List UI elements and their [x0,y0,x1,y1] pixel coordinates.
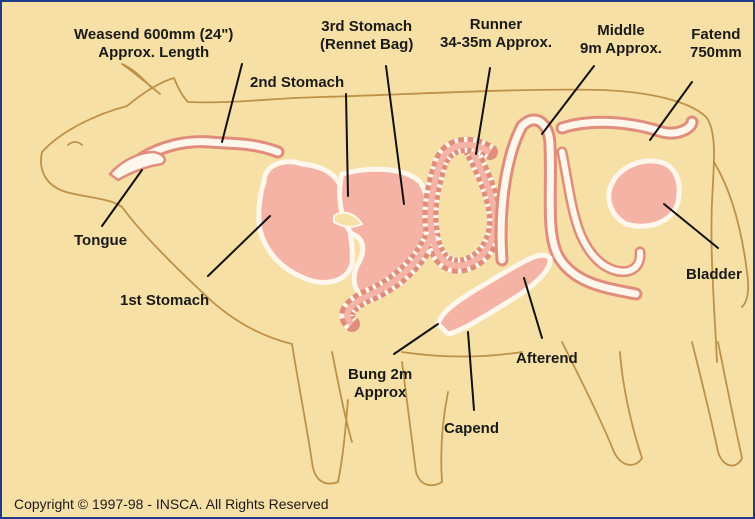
copyright-notice: Copyright © 1997-98 - INSCA. All Rights … [14,496,329,512]
bladder-organ [609,161,679,226]
label-third-stomach: 3rd Stomach (Rennet Bag) [320,18,413,54]
label-runner: Runner 34-35m Approx. [440,16,552,52]
label-middle: Middle 9m Approx. [580,22,662,58]
label-second-stomach: 2nd Stomach [250,74,344,92]
label-tongue: Tongue [74,232,127,250]
label-capend: Capend [444,420,499,438]
second-third-stomach-organ [340,169,428,296]
label-bung: Bung 2m Approx [348,366,412,402]
label-fatend: Fatend 750mm [690,26,742,62]
label-bladder: Bladder [686,266,742,284]
label-afterend: Afterend [516,350,578,368]
label-first-stomach: 1st Stomach [120,292,209,310]
label-weasend: Weasend 600mm (24") Approx. Length [74,26,233,62]
